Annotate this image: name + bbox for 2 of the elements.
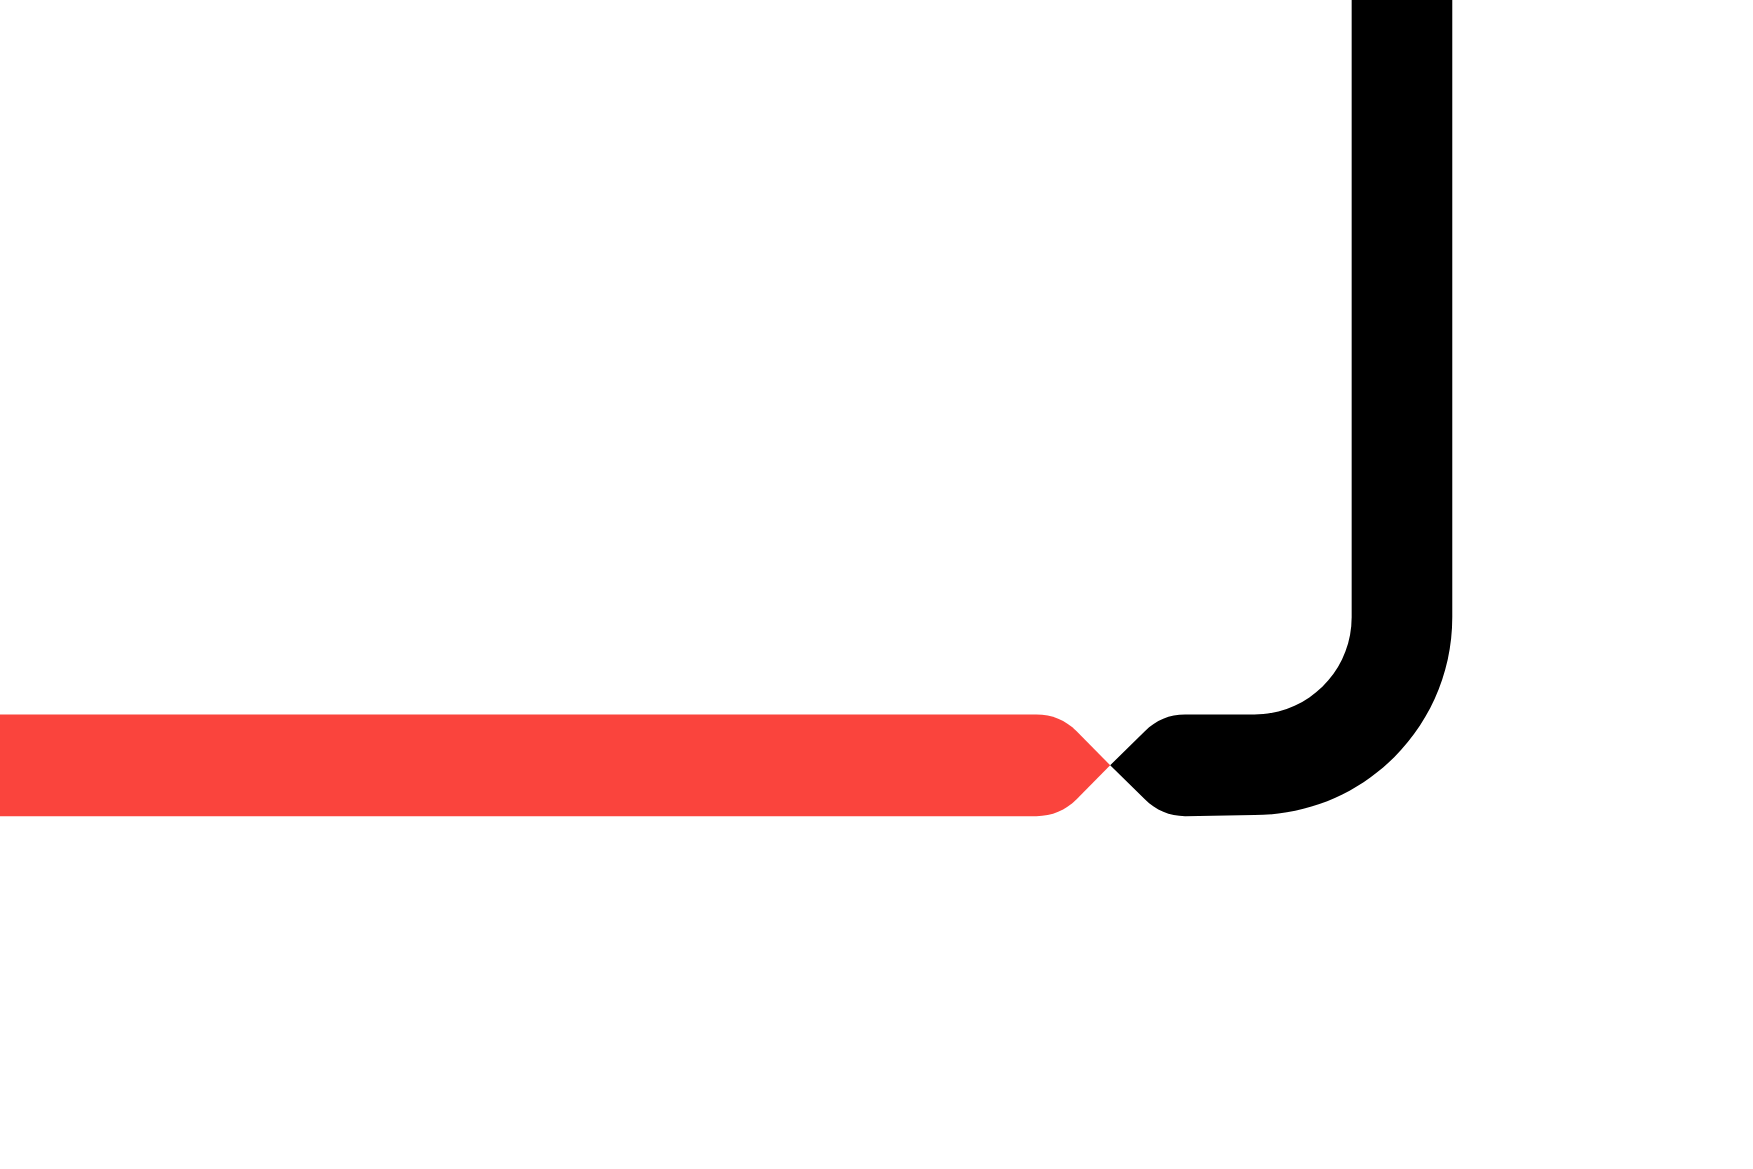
- route-band: [0, 714, 1111, 816]
- route-band: [1110, 0, 1453, 816]
